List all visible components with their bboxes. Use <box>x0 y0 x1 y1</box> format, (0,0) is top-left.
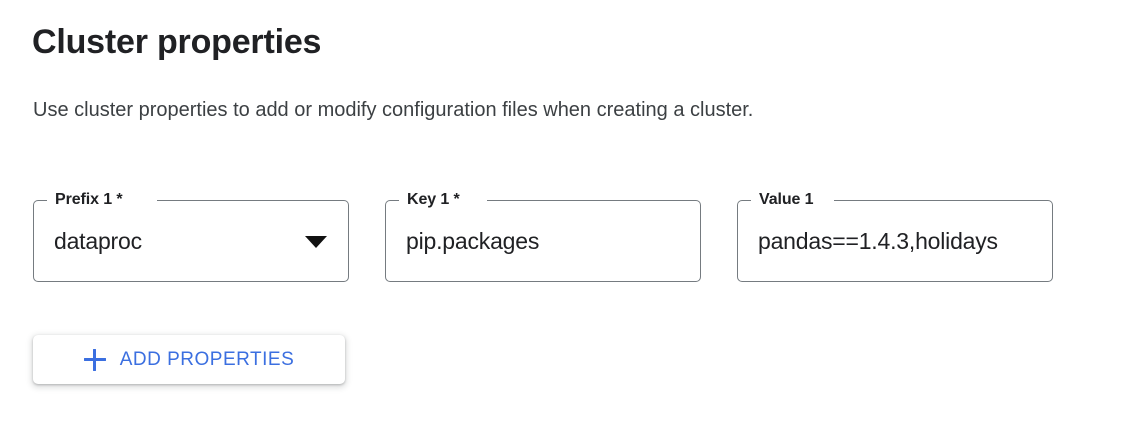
field-value-1[interactable]: Value 1 pandas==1.4.3,holidays <box>737 189 1053 282</box>
field-label-key-1: Key 1 * <box>403 189 464 211</box>
add-properties-button-content: ADD PROPERTIES <box>83 348 295 371</box>
plus-icon <box>83 348 106 371</box>
chevron-down-icon[interactable] <box>305 236 327 248</box>
add-properties-button[interactable]: ADD PROPERTIES <box>33 335 345 384</box>
outline-leading <box>385 200 399 282</box>
field-value-value-1[interactable]: pandas==1.4.3,holidays <box>758 228 998 254</box>
field-prefix-1[interactable]: Prefix 1 * dataproc <box>33 189 349 282</box>
outline-leading <box>737 200 751 282</box>
field-value-key-1[interactable]: pip.packages <box>406 228 540 254</box>
field-label-value-1: Value 1 <box>755 189 818 211</box>
page-title: Cluster properties <box>32 23 322 61</box>
field-key-1[interactable]: Key 1 * pip.packages <box>385 189 701 282</box>
add-properties-button-label: ADD PROPERTIES <box>119 348 295 370</box>
page-description: Use cluster properties to add or modify … <box>33 99 754 121</box>
field-value-prefix-1[interactable]: dataproc <box>54 228 142 254</box>
outline-leading <box>33 200 47 282</box>
field-label-prefix-1: Prefix 1 * <box>51 189 127 211</box>
